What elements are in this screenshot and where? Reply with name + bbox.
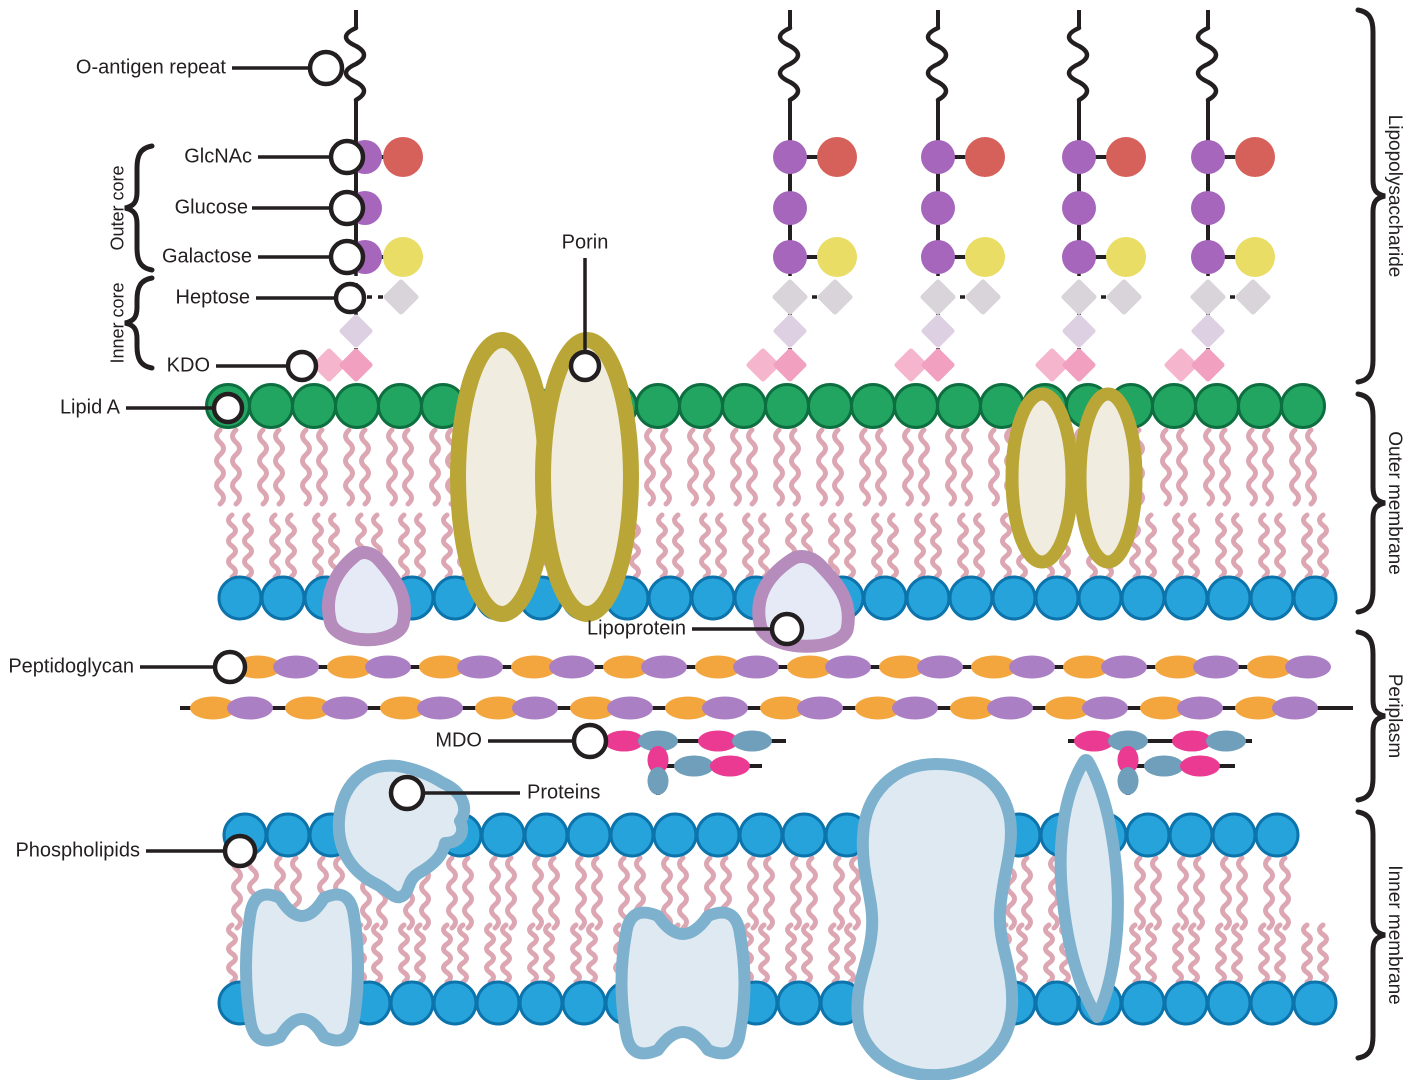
label-o-antigen-repeat: O-antigen repeat [75,56,226,79]
molar-protein-middle [615,906,751,1060]
brace-lipopolysaccharide [1355,7,1386,385]
label-mdo: MDO [435,729,482,752]
pointer-marker-lipid-a [211,391,245,425]
molar-protein-left [240,888,364,1047]
porins [450,332,1143,622]
pointer-marker-proteins [388,774,426,812]
pointer-marker-glcnac [328,138,366,176]
pointer-marker-peptidoglycan [212,649,248,685]
inner-membrane-proteins [240,754,1124,1080]
label-outer-core: Outer core [107,165,128,251]
label-porin: Porin [561,231,609,254]
label-lipopolysaccharide: Lipopolysaccharide [1384,114,1405,278]
label-inner-core: Inner core [107,282,128,364]
label-heptose: Heptose [175,286,251,309]
pointer-marker-lipoprotein [769,611,805,647]
pointer-marker-galactose [328,238,366,276]
label-glucose: Glucose [174,196,248,219]
pointer-marker-heptose [333,281,367,315]
label-inner-membrane: Inner membrane [1384,865,1405,1005]
label-lipoprotein: Lipoprotein [587,617,686,640]
brace-outer-membrane [1355,391,1386,615]
label-lipid-a: Lipid A [59,396,120,419]
label-galactose: Galactose [161,245,252,268]
label-kdo: KDO [166,354,210,377]
pointer-marker-o-antigen [307,49,345,87]
mdo-chains [600,730,1252,795]
leaf-protein [1054,754,1124,1023]
brace-inner-core [124,275,155,371]
lipoproteins [322,546,855,653]
blob-protein [332,759,471,904]
pointer-marker-glucose [328,189,366,227]
label-periplasm: Periplasm [1384,673,1405,759]
brace-outer-core [124,143,155,273]
peanut-protein [851,758,1019,1080]
peptidoglycan [180,655,1353,720]
lps-chains [312,10,1275,386]
pointer-marker-kdo [285,349,319,383]
braces [124,7,1386,1061]
brace-inner-membrane [1355,809,1386,1061]
label-pointers [126,49,805,869]
pointer-marker-phospholipids [222,833,258,869]
pointer-marker-mdo [571,722,609,760]
brace-periplasm [1355,629,1386,803]
label-peptidoglycan: Peptidoglycan [8,655,134,678]
label-outer-membrane: Outer membrane [1384,431,1405,575]
pointer-marker-porin [568,349,602,383]
label-glcnac: GlcNAc [184,145,252,168]
label-proteins: Proteins [527,781,601,804]
label-phospholipids: Phospholipids [15,839,140,862]
